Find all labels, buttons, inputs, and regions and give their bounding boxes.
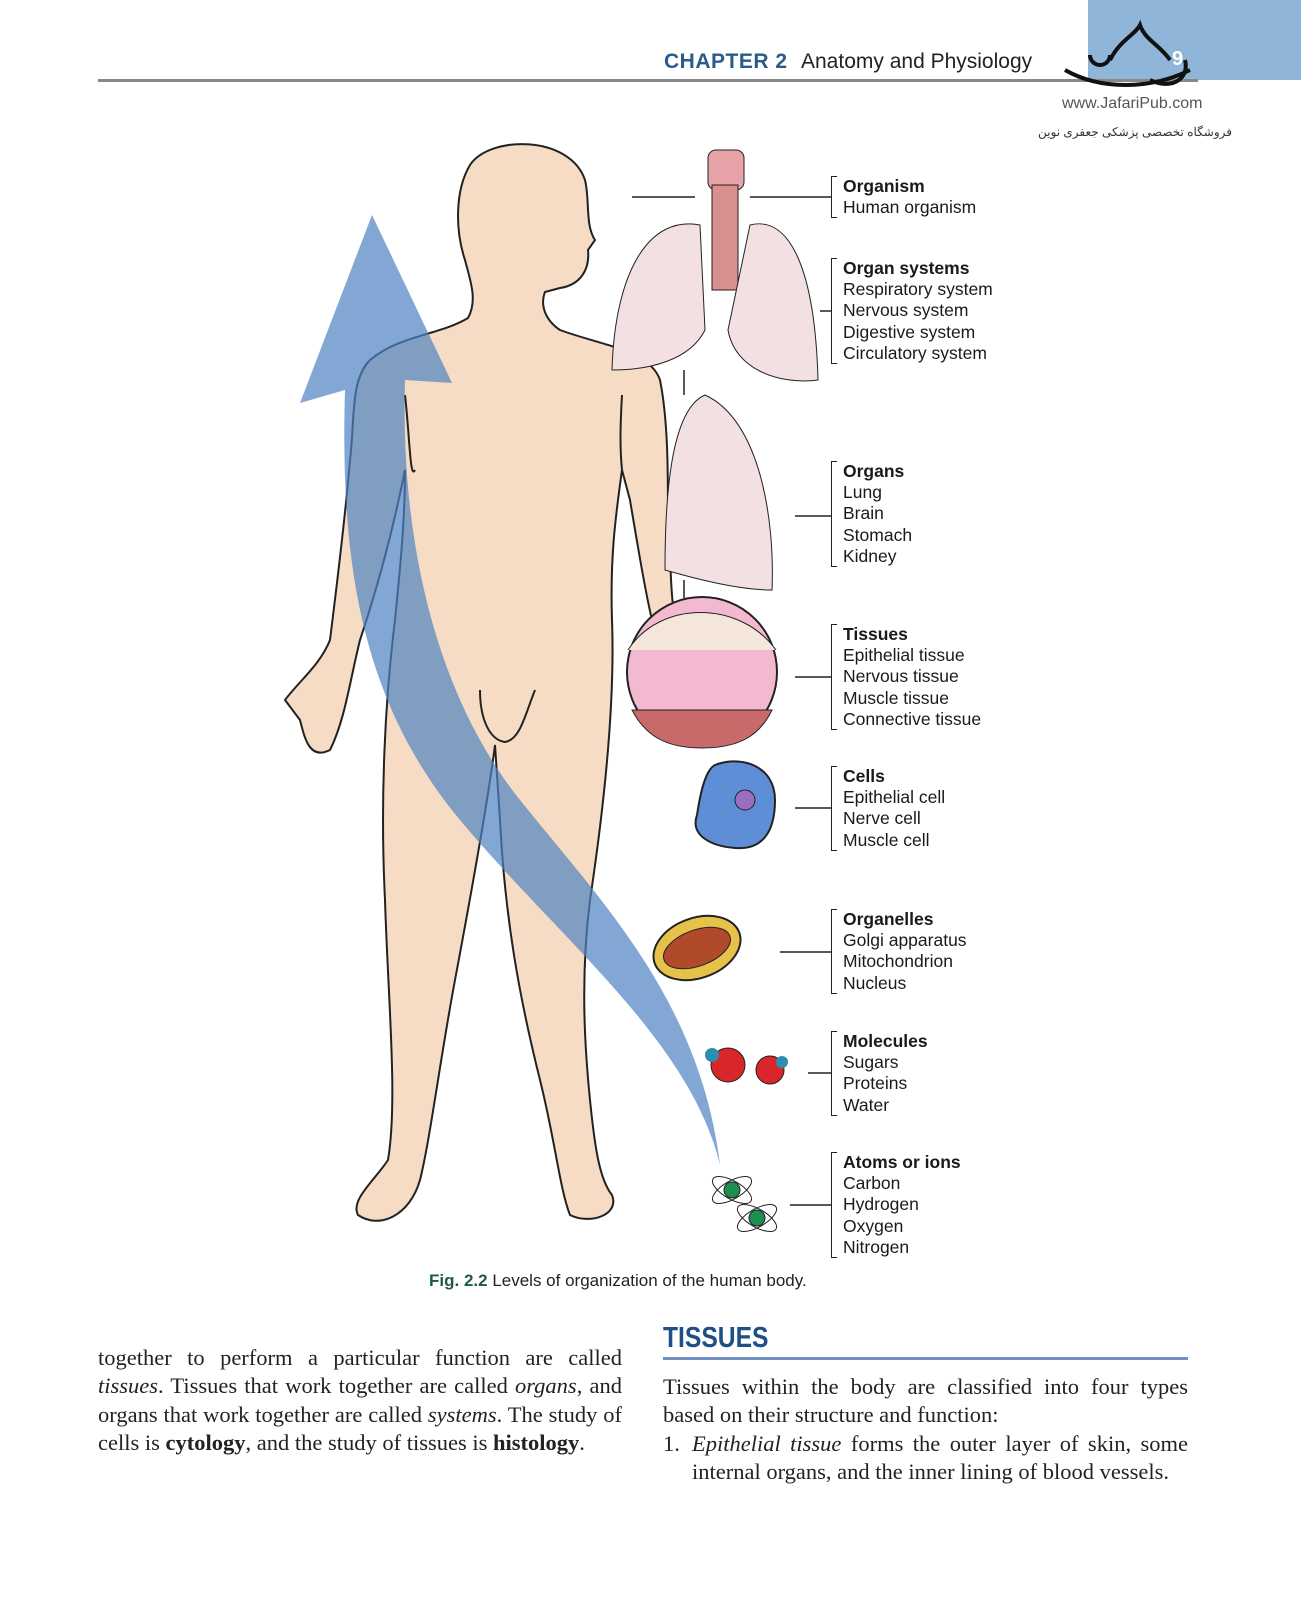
level-item: Mitochondrion <box>843 951 953 972</box>
level-item: Hydrogen <box>843 1194 919 1215</box>
level-item: Golgi apparatus <box>843 930 967 951</box>
level-item: Sugars <box>843 1052 899 1073</box>
level-molecules: Molecules Sugars Proteins Water <box>831 1031 928 1116</box>
level-item: Oxygen <box>843 1215 904 1236</box>
molecules-image <box>705 1047 788 1085</box>
atoms-image <box>711 1176 778 1232</box>
level-item: Proteins <box>843 1073 908 1094</box>
level-organism: Organism Human organism <box>831 176 977 219</box>
level-item: Human organism <box>843 197 977 218</box>
level-tissues: Tissues Epithelial tissue Nervous tissue… <box>831 624 982 731</box>
level-cells: Cells Epithelial cell Nerve cell Muscle … <box>831 766 945 851</box>
mitochondrion-image <box>652 914 742 982</box>
level-item: Nucleus <box>843 972 907 993</box>
chapter-title: Anatomy and Physiology <box>801 50 1033 73</box>
header-rule <box>98 79 1198 82</box>
watermark-url: www.JafariPub.com <box>1062 95 1203 112</box>
page-number: 9 <box>1172 48 1184 70</box>
level-item: Lung <box>843 482 882 503</box>
caption-text: Levels of organization of the human body… <box>492 1271 807 1290</box>
level-item: Respiratory system <box>843 279 993 300</box>
respiratory-system-image <box>611 149 819 382</box>
level-title: Organelles <box>843 909 934 929</box>
section-rule <box>663 1357 1188 1360</box>
caption-label: Fig. 2.2 <box>429 1271 488 1290</box>
level-item: Nitrogen <box>843 1236 910 1257</box>
level-item: Nervous system <box>843 300 969 321</box>
levels-of-organization-figure <box>283 143 831 1232</box>
level-organ-systems: Organ systems Respiratory system Nervous… <box>831 258 993 365</box>
cell-image <box>694 760 777 850</box>
body-detail <box>479 689 536 744</box>
organization-arrow <box>300 215 720 1165</box>
level-item: Water <box>843 1094 890 1115</box>
list-text: forms the outer layer of skin, some inte… <box>692 1431 1188 1485</box>
chapter-label: CHAPTER 2 <box>664 50 788 73</box>
list-item: 1. Epithelial tissue forms the outer lay… <box>663 1430 1188 1487</box>
level-item: Digestive system <box>843 321 976 342</box>
level-title: Organs <box>843 461 905 481</box>
lung-image <box>664 394 773 591</box>
level-item: Circulatory system <box>843 342 987 363</box>
watermark-tagline: فروشگاه تخصصی پزشکی جعفری نوین <box>1038 125 1232 139</box>
list-number: 1. <box>663 1431 680 1456</box>
level-item: Muscle cell <box>843 829 930 850</box>
level-title: Tissues <box>843 624 908 644</box>
level-title: Molecules <box>843 1031 928 1051</box>
level-item: Stomach <box>843 524 913 545</box>
figure-caption: Fig. 2.2 Levels of organization of the h… <box>429 1271 807 1291</box>
level-item: Nerve cell <box>843 808 921 829</box>
publisher-logo <box>1064 19 1191 87</box>
level-title: Cells <box>843 766 885 786</box>
level-item: Nervous tissue <box>843 666 959 687</box>
tissue-image <box>626 596 778 749</box>
level-item: Brain <box>843 503 884 524</box>
level-item: Muscle tissue <box>843 687 950 708</box>
level-organelles: Organelles Golgi apparatus Mitochondrion… <box>831 909 967 994</box>
level-item: Epithelial cell <box>843 787 946 808</box>
level-item: Kidney <box>843 545 897 566</box>
level-title: Organism <box>843 176 925 196</box>
level-item: Carbon <box>843 1173 901 1194</box>
section-heading: TISSUES <box>663 1322 769 1354</box>
level-item: Connective tissue <box>843 708 982 729</box>
level-item: Epithelial tissue <box>843 645 965 666</box>
section-intro: Tissues within the body are classified i… <box>663 1374 1188 1428</box>
level-title: Atoms or ions <box>843 1152 961 1172</box>
left-column-paragraph: together to perform a particular functio… <box>98 1345 622 1456</box>
level-atoms: Atoms or ions Carbon Hydrogen Oxygen Nit… <box>831 1152 961 1259</box>
level-title: Organ systems <box>843 258 970 278</box>
list-term: Epithelial tissue <box>692 1431 842 1456</box>
level-organs: Organs Lung Brain Stomach Kidney <box>831 461 913 568</box>
